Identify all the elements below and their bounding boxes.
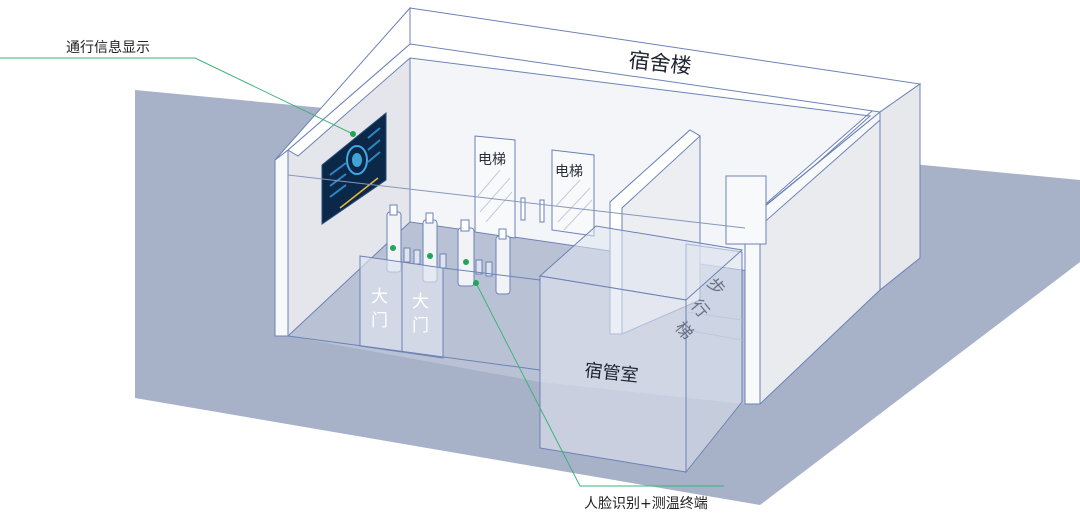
hall-glass-line: [287, 174, 746, 229]
elevator-2: [551, 149, 595, 237]
gate-flap: [413, 249, 421, 265]
elevator-button-panel-1: [520, 197, 526, 221]
left-wall-cap: [274, 148, 289, 337]
elevator-button-panel-2: [539, 199, 545, 223]
manager-room-front: [539, 275, 687, 473]
callout-line-display: [0, 57, 354, 135]
top-rim-left: [274, 6, 411, 161]
gate-flap: [485, 261, 493, 277]
turnstile-3: [457, 219, 475, 287]
gate-flap: [403, 247, 411, 263]
gate-2-label-char-2: 门: [412, 316, 429, 336]
facade-line-back: [442, 267, 541, 281]
stair-step: [685, 311, 743, 321]
callout-label-terminal: 人脸识别+测温终端: [584, 496, 708, 512]
callout-dot-terminal: [473, 280, 479, 286]
gate-1-label-char-1: 大: [371, 287, 388, 307]
turnstile-1: [386, 204, 402, 273]
stair-door: [725, 175, 767, 245]
callout-dot-display: [350, 131, 356, 137]
right-wall-cap: [744, 110, 881, 405]
gate-flap: [475, 259, 483, 275]
elevator-2-label: 电梯: [555, 164, 583, 180]
elevator-1-label: 电梯: [478, 152, 506, 168]
info-display-screen: [321, 111, 387, 225]
turnstile-4: [495, 228, 511, 295]
callout-label-display: 通行信息显示: [66, 39, 150, 56]
stair-step: [685, 329, 743, 341]
gate-flap: [439, 253, 447, 269]
callout-line-terminal: [475, 282, 724, 487]
gate-2-label-char-1: 大: [412, 292, 429, 312]
right-wall: [879, 83, 921, 292]
elevator-1: [474, 135, 516, 239]
gate-box-2: [401, 261, 444, 359]
gate-1-label-char-2: 门: [371, 311, 388, 331]
facade-line: [287, 335, 541, 371]
